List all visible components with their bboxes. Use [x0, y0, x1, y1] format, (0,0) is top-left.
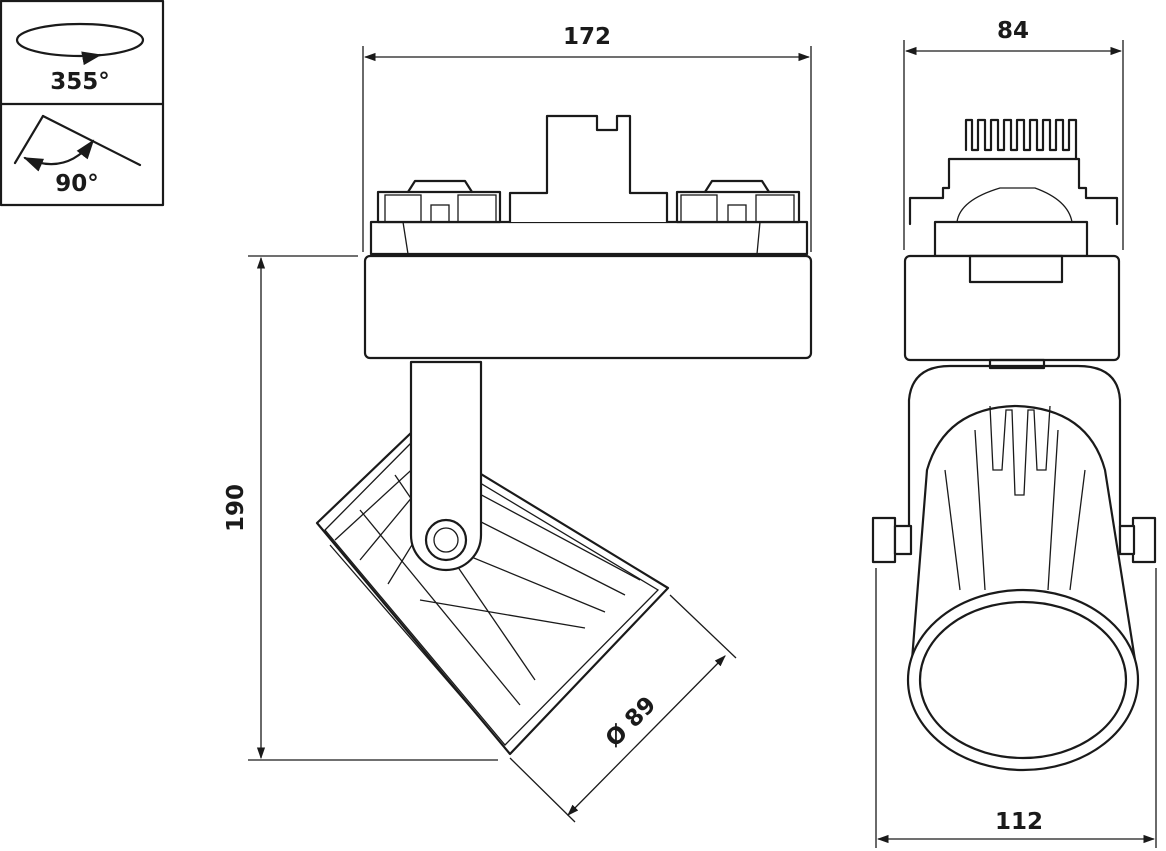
adapter-connectors — [369, 114, 809, 256]
width-112-label: 112 — [995, 809, 1043, 835]
tilt-icon — [13, 114, 142, 172]
pivot-knob — [424, 518, 468, 562]
tilt-angle-label: 90° — [55, 171, 99, 197]
front-view: 172 190 Ø 89 — [223, 24, 813, 823]
side-adapter-housing — [903, 254, 1121, 362]
diameter-89-label: Ø 89 — [601, 692, 662, 753]
spotlight-head — [315, 430, 670, 756]
mounting-arm — [409, 360, 483, 572]
dimension-diameter-89 — [509, 594, 737, 823]
side-spotlight-head — [906, 404, 1140, 772]
adapter-housing — [363, 254, 813, 360]
dimension-height-190 — [248, 255, 498, 761]
rotation-icon — [15, 22, 145, 66]
side-connector — [908, 118, 1119, 258]
rotation-angle-label: 355° — [50, 69, 110, 95]
right-knob — [1131, 516, 1157, 564]
height-190-label: 190 — [223, 484, 249, 532]
dimension-width-112 — [875, 568, 1157, 848]
side-view: 84 112 — [871, 18, 1157, 848]
adjustment-legend: 355° 90° — [0, 0, 165, 207]
width-84-label: 84 — [997, 18, 1029, 44]
lens-ring — [906, 588, 1140, 772]
left-knob — [871, 516, 897, 564]
dimension-width-172 — [362, 46, 812, 252]
dimension-width-84 — [903, 40, 1124, 250]
width-172-label: 172 — [563, 24, 611, 50]
